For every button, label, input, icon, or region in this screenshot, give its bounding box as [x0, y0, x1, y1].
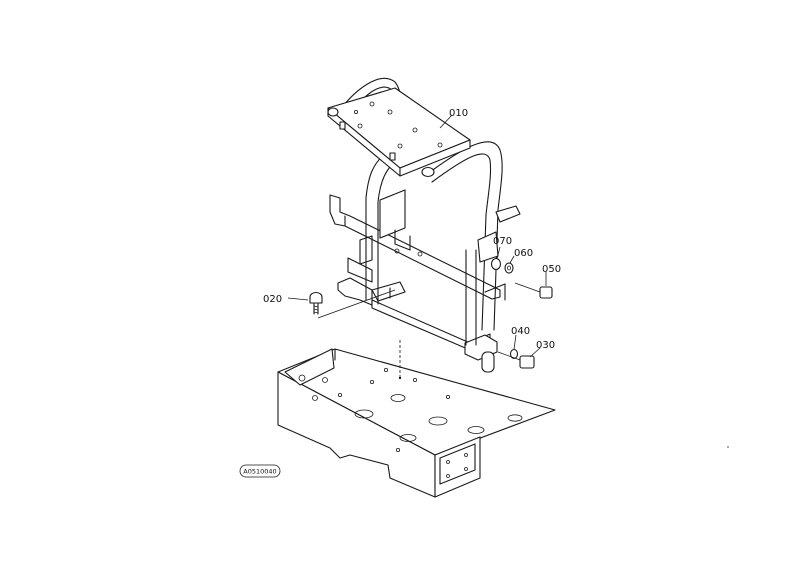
figure-code: A0510040 — [243, 468, 276, 476]
label-070: 070 — [493, 236, 512, 247]
base-plate — [277, 348, 556, 498]
bolt-050 — [514, 282, 553, 299]
washer-040 — [509, 348, 519, 360]
top-mount-plate — [327, 87, 471, 178]
label-010: 010 — [449, 108, 468, 119]
label-030: 030 — [536, 340, 555, 351]
lower-frame — [337, 257, 498, 373]
label-050: 050 — [542, 264, 561, 275]
label-040: 040 — [511, 326, 530, 337]
label-020: 020 — [263, 294, 282, 305]
cross-bar — [329, 189, 506, 301]
nut-070 — [490, 257, 502, 271]
label-060: 060 — [514, 248, 533, 259]
knob-bolt-020 — [309, 289, 396, 319]
washer-060 — [504, 262, 514, 274]
bolt-030 — [497, 351, 535, 369]
figure-code-badge: A0510040 — [239, 464, 281, 478]
